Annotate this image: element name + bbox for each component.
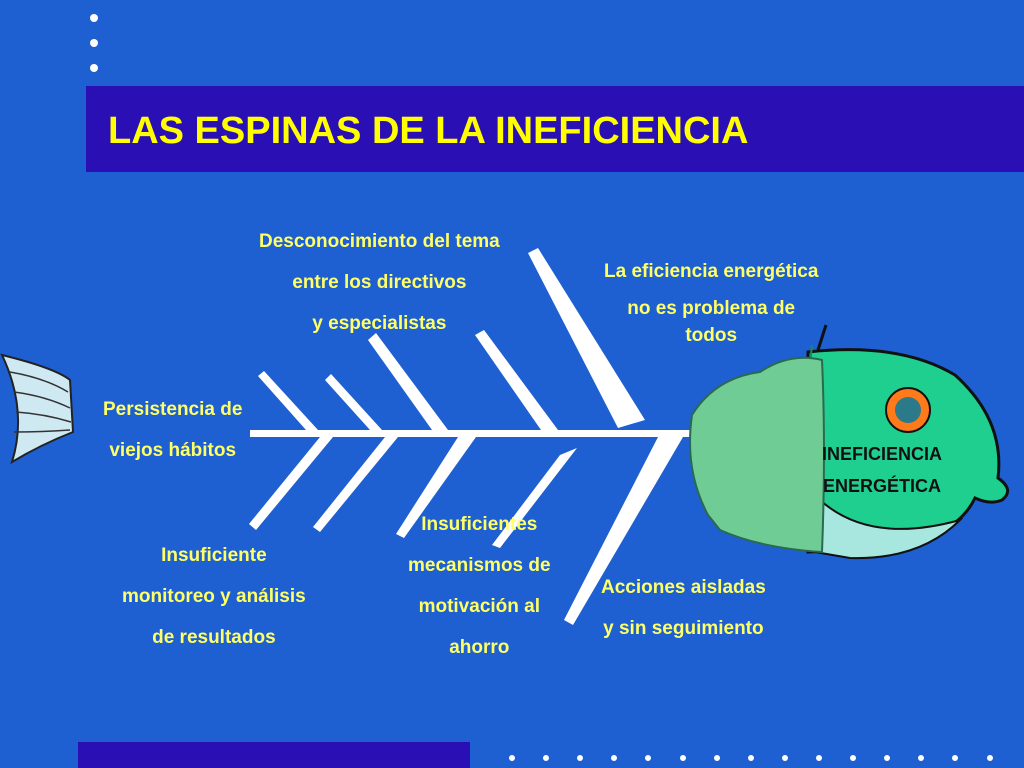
cause-motivacion: Insuficientes mecanismos de motivación a… <box>408 514 551 658</box>
title-bar <box>86 86 1024 172</box>
cause-eficiencia: La eficiencia energética no es problema … <box>604 261 819 346</box>
bottom-bar <box>78 742 470 768</box>
fish-eye-icon <box>885 387 931 433</box>
lower-bones <box>249 437 683 625</box>
cause-monitoreo: Insuficiente monitoreo y análisis de res… <box>122 545 306 648</box>
cause-persistencia: Persistencia de viejos hábitos <box>103 399 243 461</box>
decorative-dots <box>90 14 993 761</box>
cause-desconocimiento: Desconocimiento del tema entre los direc… <box>259 231 500 334</box>
fish-head-cap <box>689 356 825 554</box>
cause-acciones: Acciones aisladas y sin seguimiento <box>601 577 766 639</box>
effect-label: INEFICIENCIA ENERGÉTICA <box>822 444 943 496</box>
slide-title: LAS ESPINAS DE LA INEFICIENCIA <box>108 110 749 152</box>
upper-bones <box>258 248 645 430</box>
fish-tail <box>0 353 75 465</box>
